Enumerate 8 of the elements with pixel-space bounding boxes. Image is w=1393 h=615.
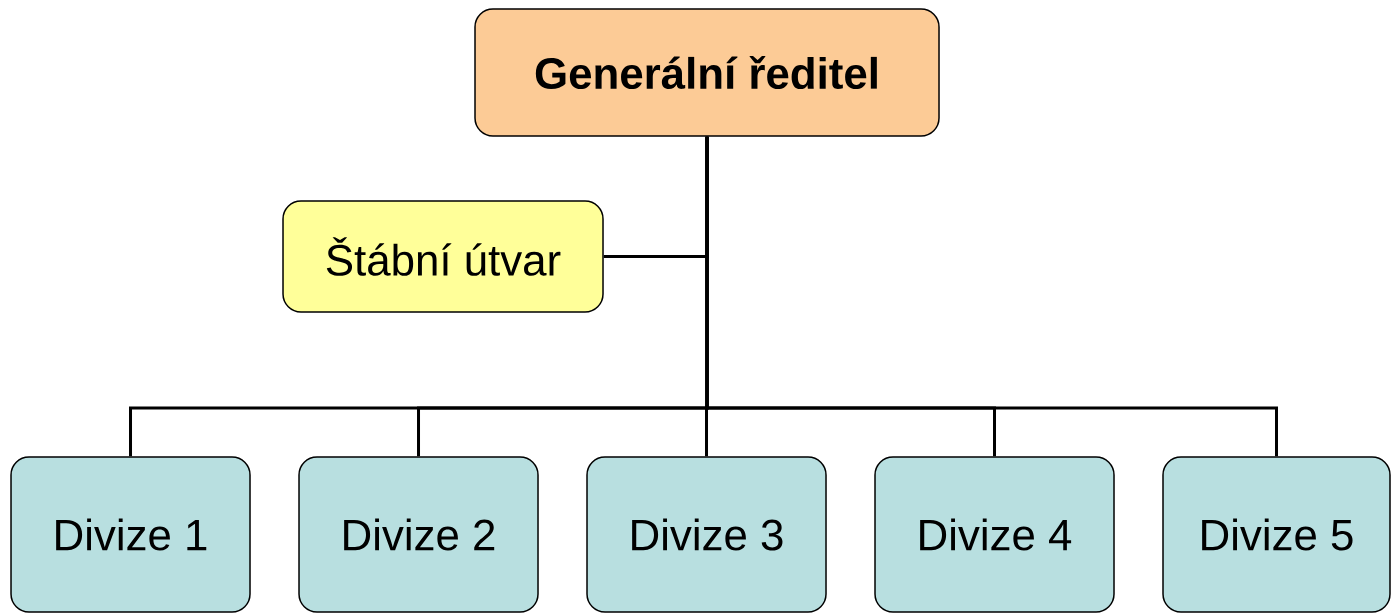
director-box: Generální ředitel bbox=[474, 8, 940, 137]
connector-line bbox=[705, 136, 1278, 457]
division-box: Divize 4 bbox=[874, 456, 1115, 613]
division-box: Divize 3 bbox=[586, 456, 827, 613]
division-box: Divize 5 bbox=[1162, 456, 1391, 613]
staff-box: Štábní útvar bbox=[282, 200, 604, 313]
division-box: Divize 2 bbox=[298, 456, 539, 613]
division-box: Divize 1 bbox=[10, 456, 251, 613]
